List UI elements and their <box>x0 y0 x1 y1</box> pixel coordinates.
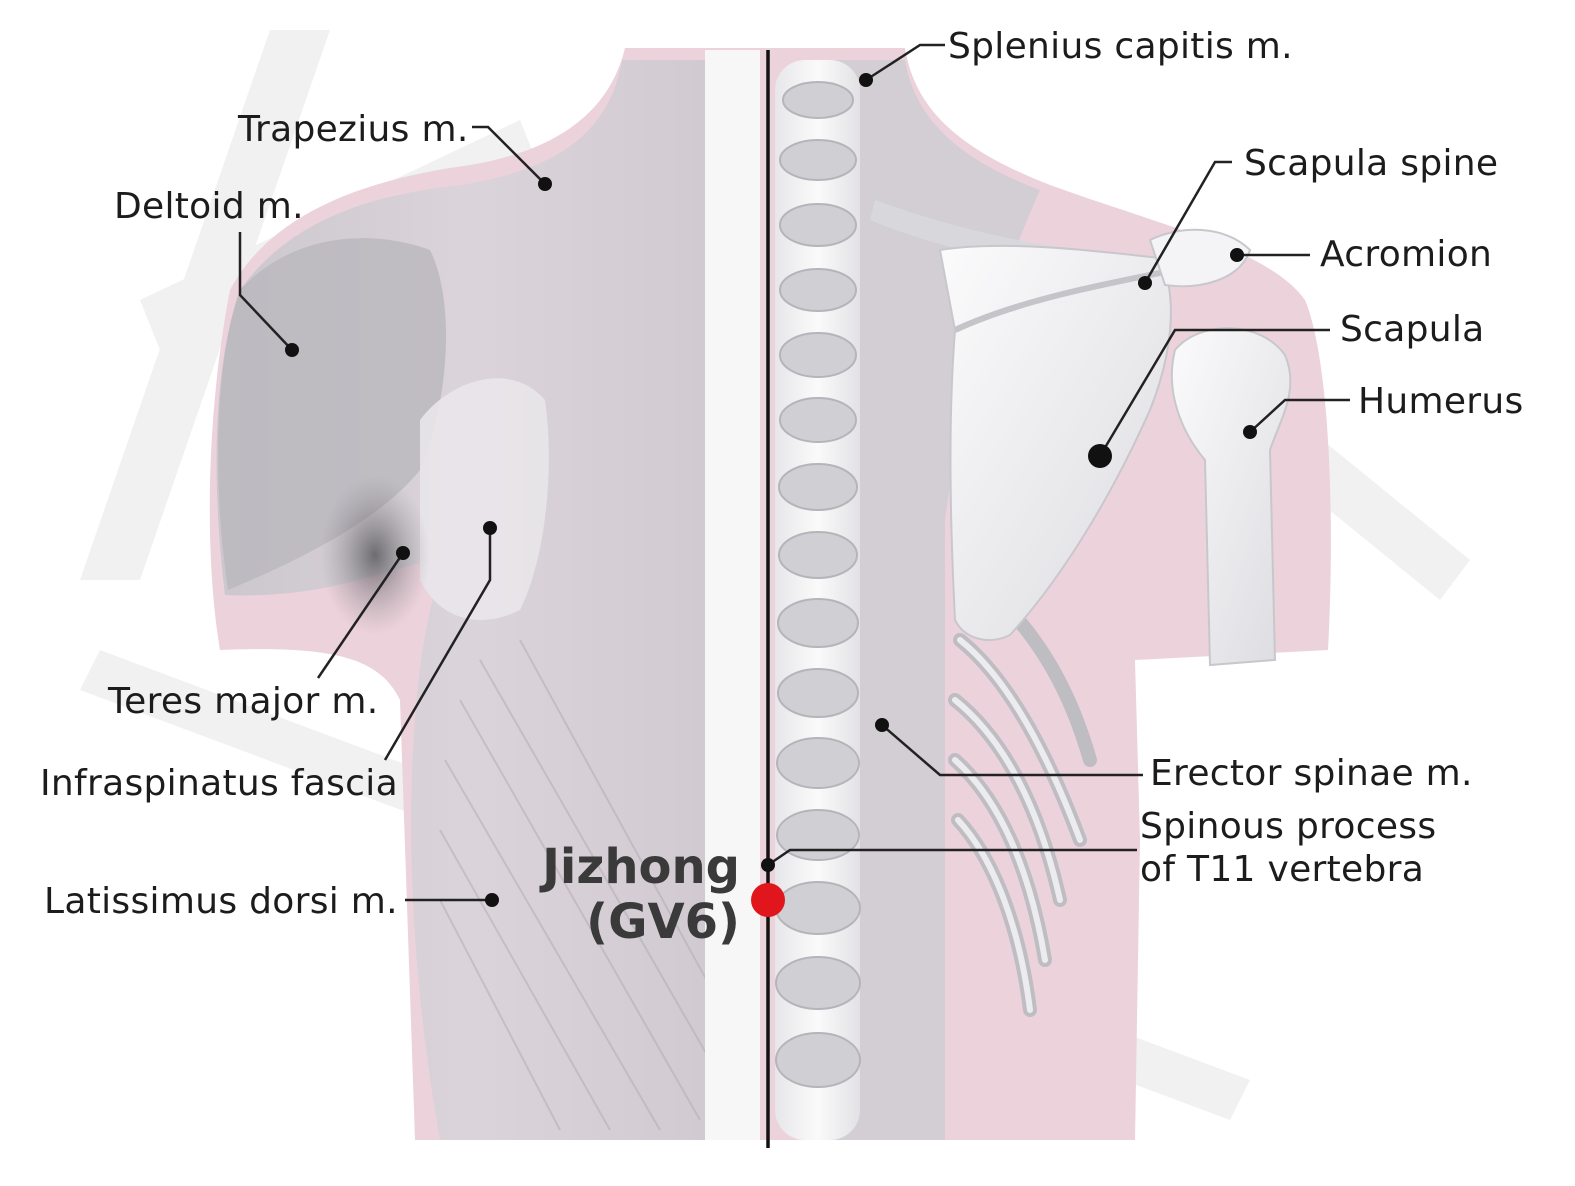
label-infraspinatus-fascia: Infraspinatus fascia <box>40 763 398 804</box>
leader-lines <box>238 43 1350 902</box>
midline-highlight <box>705 50 760 1140</box>
infraspinatus-shape <box>420 378 549 620</box>
scapula-shape <box>938 244 1172 641</box>
dot-trapezius <box>538 177 552 191</box>
label-humerus: Humerus <box>1358 381 1524 422</box>
dot-infraspinatus <box>483 521 497 535</box>
acromion-shape <box>1148 228 1252 288</box>
label-scapula: Scapula <box>1340 309 1485 350</box>
label-spinous-process-line1: Spinous process <box>1140 806 1437 847</box>
acupoint-name: Jizhong <box>542 839 740 895</box>
label-splenius-capitis: Splenius capitis m. <box>948 26 1293 67</box>
dot-deltoid <box>285 343 299 357</box>
leader-dots <box>285 73 1257 907</box>
armpit-shadow <box>320 475 430 635</box>
right-back-muscles <box>830 60 1040 1140</box>
dot-scapula-spine <box>1138 276 1152 290</box>
dot-humerus <box>1243 425 1257 439</box>
label-deltoid: Deltoid m. <box>114 186 304 227</box>
acupoint-code: (GV6) <box>586 894 740 951</box>
ribs-highlight <box>952 637 1083 1013</box>
label-scapula-spine: Scapula spine <box>1244 143 1499 184</box>
dot-scapula <box>1088 444 1112 468</box>
vertebrae <box>775 81 861 1088</box>
scapula-spine-ridge <box>953 267 1176 333</box>
acupoint-marker <box>751 883 785 917</box>
label-erector-spinae: Erector spinae m. <box>1150 753 1473 794</box>
dot-latissimus <box>485 893 499 907</box>
latissimus-fibers <box>439 639 713 1131</box>
dot-acromion <box>1230 248 1244 262</box>
acupoint-label: Jizhong (GV6) <box>480 839 740 951</box>
dot-teres-major <box>396 546 410 560</box>
label-spinous-process-line2: of T11 vertebra <box>1140 849 1425 890</box>
dot-splenius <box>859 73 873 87</box>
dot-erector-spinae <box>875 718 889 732</box>
dot-spinous-process <box>761 858 775 872</box>
label-acromion: Acromion <box>1320 234 1493 275</box>
humerus-shape <box>1170 327 1292 667</box>
label-latissimus-dorsi: Latissimus dorsi m. <box>44 881 398 922</box>
deltoid-shape <box>218 238 447 590</box>
label-teres-major: Teres major m. <box>108 681 379 722</box>
label-trapezius: Trapezius m. <box>238 109 469 150</box>
